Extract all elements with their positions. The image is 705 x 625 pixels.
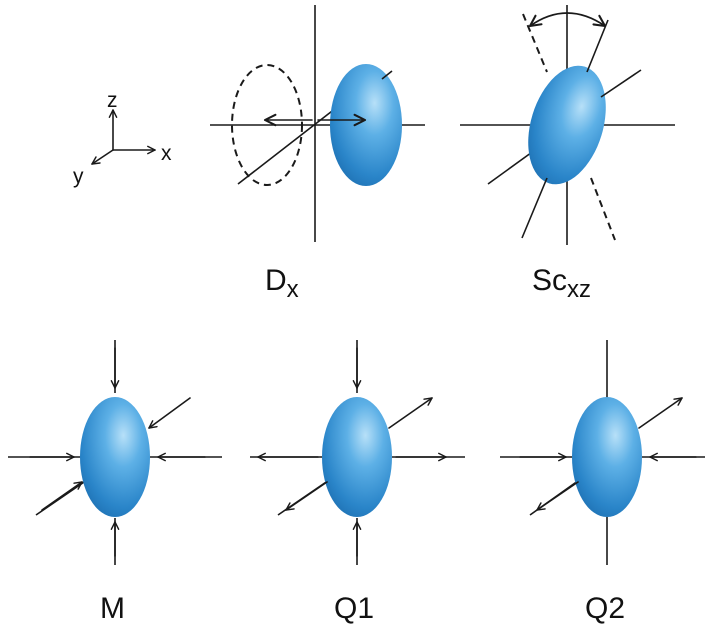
q1-ellipsoid <box>322 397 392 517</box>
scxz-label: Scxz <box>532 264 591 303</box>
panel-scxz: Scxz <box>460 5 675 303</box>
q1-label: Q1 <box>334 592 374 625</box>
q1-arrow-diag-out-front <box>285 481 328 511</box>
dx-original-position-outline <box>231 64 303 186</box>
q1-arrow-diag-out-back <box>388 397 433 429</box>
q2-ellipsoid <box>572 397 642 517</box>
scxz-tilted-axis-top <box>586 19 609 73</box>
scxz-original-axis-top <box>522 13 548 73</box>
scxz-y-axis-front <box>600 69 642 98</box>
panel-dx: Dx <box>210 5 425 303</box>
x-axis-label: x <box>161 142 172 165</box>
coordinate-axes-key: z x y <box>73 89 172 188</box>
m-arrow-diag-in-front <box>41 481 83 511</box>
m-ellipsoid <box>80 397 150 517</box>
dx-y-axis-front <box>381 70 393 80</box>
q2-arrow-diag-out-front <box>536 481 579 511</box>
m-label: M <box>100 592 125 625</box>
panel-q1: Q1 <box>250 340 465 625</box>
m-arrow-diag-in-back <box>148 397 191 429</box>
q2-label: Q2 <box>585 592 625 625</box>
dx-ellipsoid <box>330 64 402 186</box>
y-axis-arrow <box>91 149 114 165</box>
dx-label: Dx <box>265 264 299 303</box>
scxz-tilted-axis-bottom <box>521 177 548 239</box>
panel-m: M <box>8 340 222 625</box>
y-axis-label: y <box>73 165 84 188</box>
z-axis-label: z <box>107 89 118 112</box>
panel-q2: Q2 <box>500 340 705 625</box>
scxz-original-axis-bottom <box>590 177 616 241</box>
scxz-y-axis-back <box>487 149 536 185</box>
scxz-rotation-arc-arrow <box>528 12 607 28</box>
q2-arrow-diag-out-back <box>638 397 683 429</box>
scxz-tilted-ellipsoid <box>528 65 606 185</box>
